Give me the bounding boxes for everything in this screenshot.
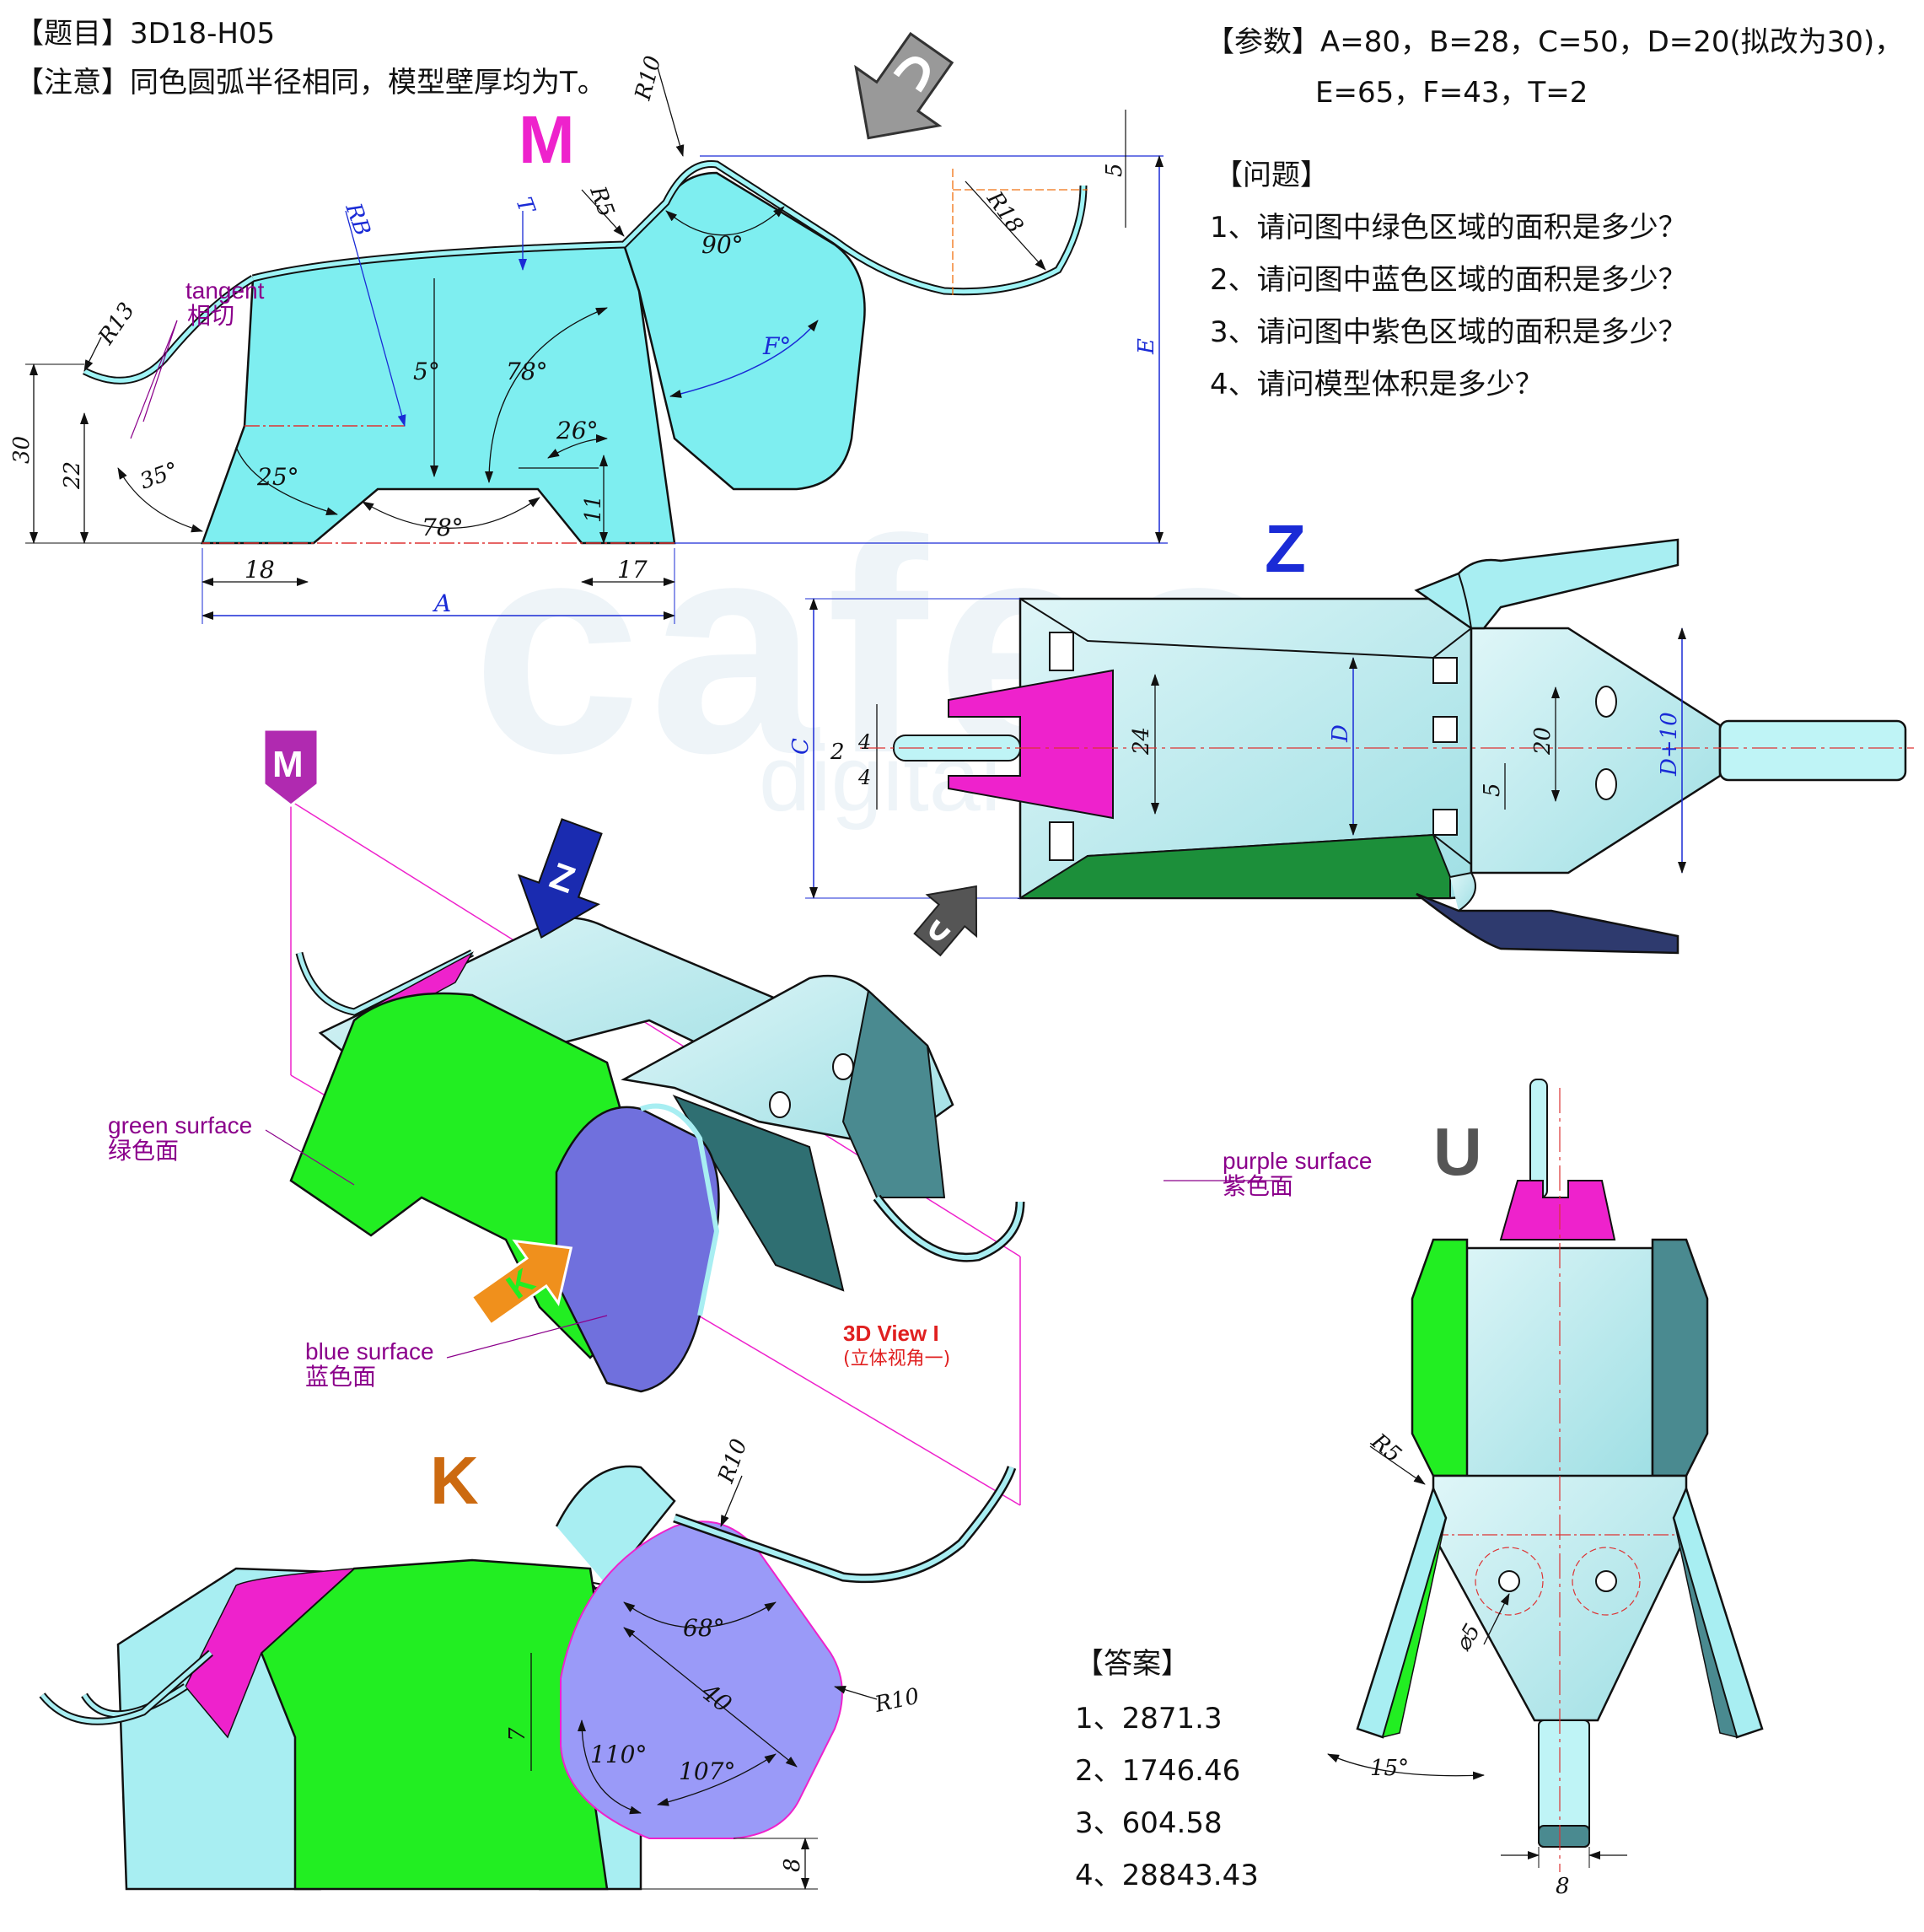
view-z-top: C D D+10 24 20 5 2 4 4 [788, 538, 1914, 955]
view-k-side: R10 68° 40 R10 7 110° 107° 8 [39, 1436, 1017, 1891]
u-dim-phi5: ⌀5 [1450, 1620, 1486, 1656]
u-turn-small-arrow-icon [913, 885, 978, 957]
m-dim-e: E [1134, 338, 1159, 355]
m-dim-22: 22 [60, 461, 85, 490]
view-u-letter: U [1433, 1114, 1482, 1189]
answer-3: 3、604.58 [1075, 1806, 1223, 1840]
m-dim-78-b: 78° [422, 514, 464, 541]
k-dim-110: 110° [590, 1741, 647, 1768]
blue-surface-label-cn: 蓝色面 [305, 1364, 377, 1390]
purple-surface-label-en: purple surface [1223, 1148, 1373, 1174]
m-dim-rb: RB [340, 199, 375, 239]
green-surface-label-en: green surface [108, 1112, 253, 1138]
topic-label: 【题目】3D18-H05 [15, 17, 276, 51]
m-dim-35: 35° [137, 458, 182, 495]
u-purple-surface [1499, 1180, 1616, 1240]
m-dim-78: 78° [506, 358, 548, 385]
k-dim-8: 8 [780, 1858, 805, 1872]
purple-surface-label-cn: 紫色面 [1223, 1173, 1294, 1199]
u-dim-r5: R5 [1366, 1429, 1406, 1468]
u-turn-arrow-icon [854, 31, 954, 140]
blue-surface-label-en: blue surface [305, 1338, 434, 1364]
view-m-letter: M [519, 102, 575, 177]
params-line-2: E=65，F=43，T=2 [1315, 76, 1588, 110]
m-view-marker-icon: M [262, 728, 320, 807]
view-k-letter: K [430, 1443, 479, 1518]
m-dim-18: 18 [245, 556, 275, 584]
question-2: 2、请问图中蓝色区域的面积是多少？ [1210, 263, 1687, 297]
k-dim-7: 7 [505, 1727, 530, 1741]
svg-text:M: M [272, 744, 304, 785]
m-dim-5-top: 5 [1102, 163, 1127, 177]
m-dim-17: 17 [617, 556, 648, 584]
view3d-title-cn: (立体视角一) [843, 1348, 950, 1370]
green-surface-label-cn: 绿色面 [108, 1138, 180, 1164]
z-dim-4a: 4 [857, 730, 871, 754]
m-dim-t: T [510, 194, 540, 218]
z-dim-d10: D+10 [1657, 712, 1682, 777]
z-dim-c: C [788, 738, 814, 755]
view-z-letter: Z [1265, 511, 1306, 586]
m-dim-30: 30 [9, 436, 35, 464]
m-dim-f: F° [762, 332, 791, 360]
question-1: 1、请问图中绿色区域的面积是多少？ [1210, 211, 1687, 245]
answer-4: 4、28843.43 [1075, 1859, 1259, 1892]
answer-2: 2、1746.46 [1075, 1754, 1241, 1788]
z-dim-d: D [1328, 724, 1353, 743]
view3d-title-en: 3D View I [843, 1321, 939, 1346]
k-dim-68: 68° [683, 1614, 725, 1642]
m-dim-26: 26° [556, 417, 599, 444]
question-4: 4、请问模型体积是多少？ [1210, 368, 1544, 401]
answer-1: 1、2871.3 [1075, 1702, 1223, 1736]
z-green-strip [1017, 833, 1451, 899]
m-dim-r10: R10 [631, 53, 667, 104]
m-dim-r5: R5 [584, 182, 619, 220]
k-dim-r10-top: R10 [713, 1436, 753, 1488]
questions-title: 【问题】 [1214, 159, 1329, 192]
z-dim-20: 20 [1530, 727, 1556, 756]
tangent-label-cn: 相切 [187, 303, 235, 329]
question-3: 3、请问图中紫色区域的面积是多少？ [1210, 315, 1687, 349]
u-dim-8: 8 [1556, 1874, 1570, 1899]
m-dim-a: A [432, 589, 451, 617]
k-dim-r10-right: R10 [872, 1684, 922, 1719]
z-dim-5: 5 [1480, 783, 1505, 797]
z-ear-top [1414, 538, 1679, 630]
m-dim-90: 90° [701, 231, 744, 259]
z-dim-4b: 4 [857, 766, 871, 789]
view-u-front: R5 ⌀5 15° 8 [1327, 1079, 1764, 1899]
view-m-elevation: R10 R5 RB T R18 R13 5 90° 5° 78° F° 26° … [9, 53, 1168, 624]
tangent-label-en: tangent [185, 277, 265, 304]
params-line-1: 【参数】A=80，B=28，C=50，D=20(拟改为30)， [1206, 25, 1904, 59]
answers-title: 【答案】 [1075, 1647, 1190, 1681]
u-dim-15: 15° [1370, 1756, 1409, 1781]
m-dim-5deg: 5° [413, 358, 440, 385]
m-dim-25: 25° [256, 463, 299, 491]
z-dim-24: 24 [1129, 727, 1154, 756]
z-dim-2: 2 [830, 740, 845, 765]
m-dim-r13: R13 [94, 299, 140, 350]
note-label: 【注意】同色圆弧半径相同，模型壁厚均为T。 [15, 66, 606, 100]
iso-blue-surface [555, 1106, 720, 1393]
view-3d-iso: 3D View I (立体视角一) [265, 800, 1282, 1506]
m-dim-11: 11 [581, 495, 606, 523]
m-dim-r18: R18 [981, 186, 1028, 238]
z-purple-surface [948, 669, 1114, 820]
z-ear-bottom [1416, 892, 1679, 955]
z-direction-arrow-icon: Z [517, 818, 603, 939]
k-dim-107: 107° [679, 1757, 735, 1785]
